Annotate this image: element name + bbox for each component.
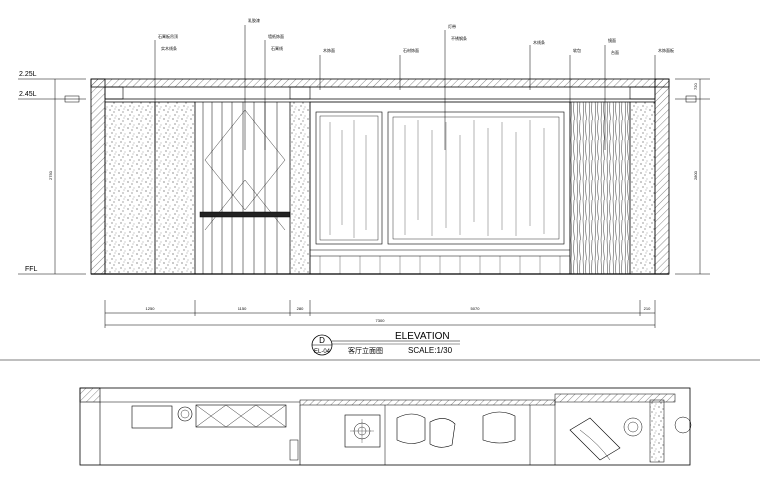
annotation-label: 软包 [573,47,581,53]
annotation-label: 镜面 [608,37,616,43]
annotation-label: 台面 [611,49,619,55]
dimension-lines [104,300,656,328]
title-scale: SCALE:1/30 [408,346,453,355]
title-chinese: 客厅立面图 [348,346,383,355]
dimension-segment-label: 210 [644,306,651,311]
floor-plan [79,387,692,466]
fluted-panel [194,101,291,275]
annotation-label: 不锈钢条 [451,35,467,41]
stone-panel-left [104,101,156,275]
annotation-label: 石材饰面 [403,47,419,53]
title-block [311,334,460,356]
level-label-top: 2.25L [19,71,37,78]
annotation-label: 墙纸饰面 [268,33,284,39]
dimension-texts: 1250 1150 280 5070 210 [146,306,652,311]
annotation-label: 木饰面板 [658,47,674,53]
right-top-label: 720 [693,83,698,90]
right-wall-hatch [654,78,670,275]
wood-grain-panel-right [569,101,631,275]
elevation-drawing [90,78,670,275]
annotation-label: 木饰面 [323,47,335,53]
level-marks-left [18,78,86,275]
annotation-label: 实木线条 [161,45,177,51]
level-label-floor: FFL [25,266,38,273]
annotation-label: 乳胶漆 [248,17,260,23]
ceiling-slab [90,78,670,88]
annotation-label: 灯带 [448,23,456,29]
annotation-label: 石膏板吊顶 [158,33,178,39]
title-tag-ref: EL-04 [314,349,331,355]
center-wood-panel [309,101,571,275]
right-height-label: 2800 [693,170,698,180]
annotation-leaders [154,25,656,150]
left-wall-hatch [90,78,106,275]
annotation-label: 木线条 [533,39,545,45]
level-label-second: 2.45L [19,91,37,98]
dimension-segment-label: 5070 [471,306,481,311]
annotation-label: 石膏线 [271,45,283,51]
left-height-label: 2750 [48,170,53,180]
dimension-segment-label: 1250 [146,306,156,311]
level-marks-right [675,78,710,275]
dimension-segment-label: 1150 [238,306,247,311]
title-label: ELEVATION [395,331,450,342]
dimension-overall: 7300 [376,318,386,323]
dimension-segment-label: 280 [297,306,304,311]
title-tag-letter: D [319,336,325,345]
